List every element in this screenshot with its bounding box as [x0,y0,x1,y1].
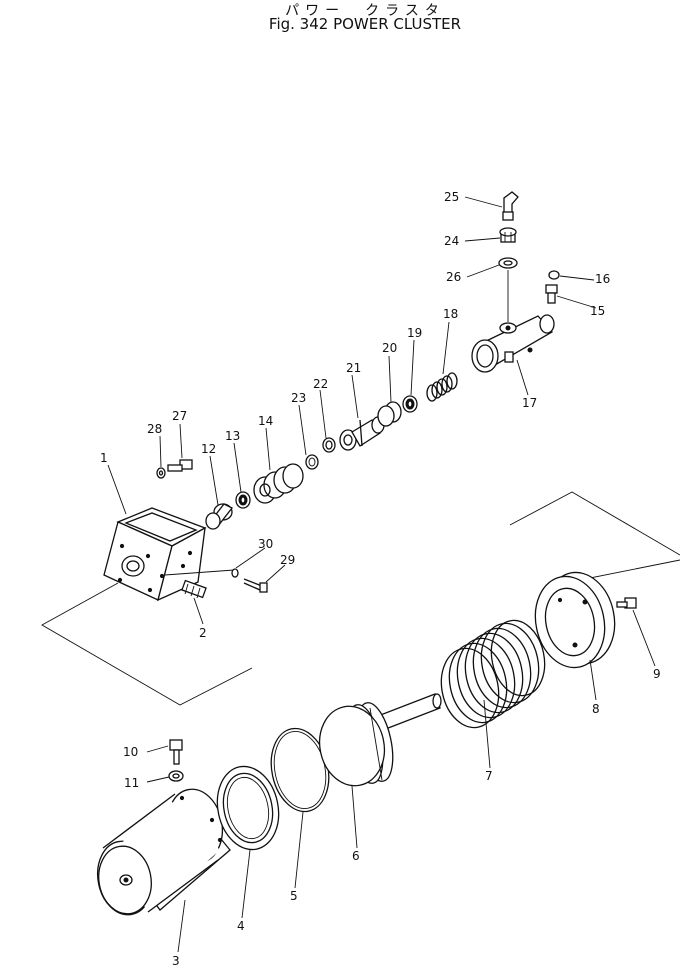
part-2-fitting [181,579,207,599]
label-part-29: 29 [280,553,295,567]
label-part-12: 12 [201,442,216,456]
part-13-ring [235,491,251,509]
label-part-4: 4 [237,919,245,933]
part-27-bolt [167,459,193,472]
label-part-2: 2 [199,626,207,640]
part-30-washer [231,568,239,578]
label-part-30: 30 [258,537,273,551]
part-24-nut [499,227,517,243]
part-9-bolt [616,597,637,609]
label-part-7: 7 [485,769,493,783]
part-21-piston [339,416,385,451]
label-part-16: 16 [595,272,610,286]
label-part-19: 19 [407,326,422,340]
part-26-washer [498,257,518,269]
part-7-bellows [440,619,546,729]
label-part-3: 3 [172,954,180,967]
part-29-bolt [243,578,268,593]
label-part-23: 23 [291,391,306,405]
part-11-washer [168,770,184,782]
figure-title: Fig. 342 POWER CLUSTER [268,15,462,33]
part-15-bolt [545,284,558,304]
part-23-snap-ring [305,454,319,470]
reference-plane-left [41,582,253,706]
part-12-sleeve [205,503,233,530]
label-part-5: 5 [290,889,298,903]
part-14-spool [253,463,304,504]
part-25-elbow-fitting [502,191,519,221]
part-8-end-plate [534,571,616,669]
label-part-13: 13 [225,429,240,443]
part-18-spring [426,372,458,402]
leader-lines [107,196,656,953]
label-part-15: 15 [590,304,605,318]
label-part-25: 25 [444,190,459,204]
label-part-27: 27 [172,409,187,423]
part-19-ring [402,395,418,413]
label-part-6: 6 [352,849,360,863]
part-1-valve-body [103,507,235,602]
label-part-9: 9 [653,667,661,681]
label-part-24: 24 [444,234,459,248]
label-part-21: 21 [346,361,361,375]
label-part-20: 20 [382,341,397,355]
label-part-8: 8 [592,702,600,716]
part-labels: 1 2 3 4 5 6 7 8 9 10 11 12 13 14 15 16 1… [100,190,661,967]
label-part-22: 22 [313,377,328,391]
part-3-housing-cylinder [96,788,231,916]
part-28-washer [156,467,166,479]
label-part-14: 14 [258,414,273,428]
part-16-plug [548,270,560,280]
label-part-26: 26 [446,270,461,284]
label-part-17: 17 [522,396,537,410]
label-part-28: 28 [147,422,162,436]
part-10-bolt [169,739,183,765]
label-part-18: 18 [443,307,458,321]
part-22-ring [322,437,336,453]
part-17-end-cover [471,270,555,373]
label-part-11: 11 [124,776,139,790]
label-part-1: 1 [100,451,108,465]
reference-plane-right [509,491,680,586]
figure-title-japanese: パワー クラスタ [285,3,445,19]
part-6-piston-rod [318,693,442,787]
label-part-10: 10 [123,745,138,759]
part-4-seal-ring [216,765,280,851]
part-20-cap [377,401,402,427]
